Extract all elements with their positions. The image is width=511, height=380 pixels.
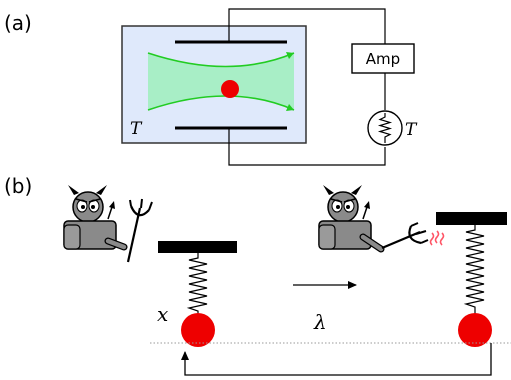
- position-label: x: [157, 302, 168, 326]
- panel-b: (b): [4, 174, 511, 376]
- trap-temperature-label: T: [130, 119, 143, 139]
- left-mass: [181, 313, 215, 347]
- panel-b-label: (b): [4, 174, 32, 198]
- right-spring: [463, 225, 485, 314]
- trapped-particle: [221, 80, 239, 98]
- wire-bottom: [228, 128, 386, 166]
- resistor-icon: [367, 110, 403, 146]
- wire-top: [228, 8, 386, 44]
- amplifier-box: [351, 43, 415, 74]
- beam-arrow-bottom: [286, 104, 294, 111]
- parameter-label: λ: [313, 310, 327, 334]
- panel-a: (a) T Amp T: [4, 8, 418, 166]
- left-spring: [186, 253, 208, 315]
- left-piston-bar: [158, 241, 237, 253]
- beam-edge-top: [147, 52, 295, 68]
- demon-icon: [63, 185, 128, 251]
- demon-icon-right: [318, 185, 385, 253]
- feedback-arrow-icon: [181, 343, 492, 376]
- trident-icon-right: [381, 222, 429, 250]
- contact-spark-icon: [429, 230, 445, 246]
- amplifier-label: Amp: [366, 50, 400, 68]
- panel-a-label: (a): [4, 11, 32, 35]
- right-mass: [458, 313, 492, 347]
- optical-beam: [148, 53, 294, 110]
- beam-arrow-top: [286, 52, 294, 59]
- right-piston-bar: [436, 212, 507, 225]
- trident-icon: [126, 198, 153, 263]
- resistor-temperature-label: T: [405, 120, 418, 140]
